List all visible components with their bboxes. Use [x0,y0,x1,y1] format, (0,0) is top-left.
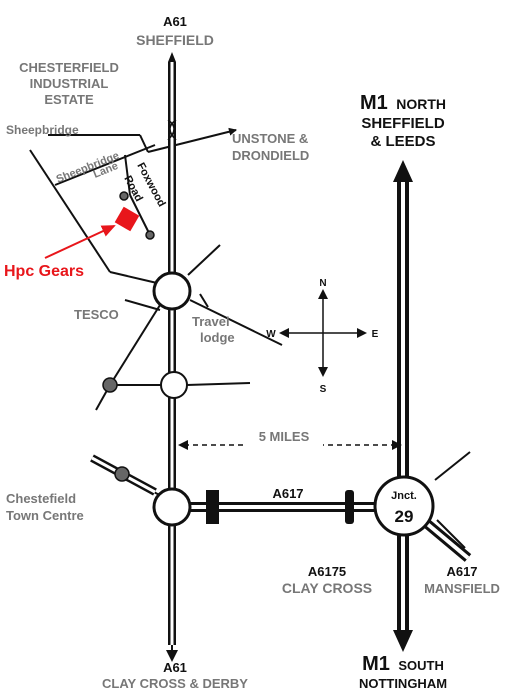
m1-north-number: M1 [360,92,388,114]
a617-east-destination: MANSFIELD [424,581,500,596]
town-centre-line1: Chestefield [6,491,76,506]
a61-north-destination: SHEFFIELD [136,32,214,48]
industrial-estate-line2: INDUSTRIAL [30,76,109,91]
unstone-line1: UNSTONE & [232,131,308,146]
hpc-gears-pointer-arrow [44,225,116,259]
m1-north-heading: M1 NORTH [360,92,446,114]
compass-south: S [320,384,327,395]
a617-east-road [421,518,472,562]
m1-motorway [393,160,413,652]
a617-bridge-left [206,490,219,524]
a617-link-road [185,490,380,524]
compass-icon: N S E W [266,278,378,395]
a617-link-label: A617 [272,486,303,501]
travel-lodge-line1: Travel [192,314,230,329]
compass-north: N [319,278,326,289]
roundabout-middle [160,371,188,399]
a6175-number: A6175 [308,564,346,579]
m1-south-number: M1 [362,653,390,675]
m1-north-destination-line2: & LEEDS [370,133,435,150]
m1-north-destination-line1: SHEFFIELD [361,115,445,132]
foxwood-road-end-marker [145,230,155,240]
roundabout-north [152,271,192,311]
distance-indicator: 5 MILES [178,428,402,450]
a61-road [166,52,178,662]
a61-north-number: A61 [163,14,187,29]
hpc-gears-label: Hpc Gears [4,263,84,280]
compass-west: W [266,329,276,340]
m1-south-heading: M1 SOUTH [362,653,444,675]
hpc-gears-site-marker [114,206,140,232]
roundabout-junction-29 [373,475,435,537]
m1-north-direction: NORTH [396,96,446,112]
roundabout-town-centre [152,487,192,527]
distance-label: 5 MILES [259,429,310,444]
a6175-destination: CLAY CROSS [282,580,372,596]
foxwood-road-marker [119,191,129,201]
tesco-marker [102,377,118,393]
a617-bridge-right [345,490,354,524]
m1-south-direction: SOUTH [398,658,444,673]
town-centre-line2: Town Centre [6,508,84,523]
a617-east-number: A617 [446,564,477,579]
junction-number: 29 [395,507,414,526]
junction-label: Jnct. [391,490,417,502]
a61-south-number: A61 [163,660,187,675]
tesco-label: TESCO [74,307,119,322]
a61-south-destination: CLAY CROSS & DERBY [102,676,248,691]
travel-lodge-line2: lodge [200,330,235,345]
compass-east: E [372,329,379,340]
industrial-estate-line1: CHESTERFIELD [19,60,119,75]
industrial-estate-line3: ESTATE [44,92,94,107]
town-centre-marker [114,466,130,482]
sheepbridge-label: Sheepbridge [6,123,79,137]
m1-south-destination: NOTTINGHAM [359,676,447,691]
foxwood-road-line1: Foxwood [134,161,167,209]
a61-bridge-arc [167,119,177,141]
unstone-line2: DRONDIELD [232,148,309,163]
